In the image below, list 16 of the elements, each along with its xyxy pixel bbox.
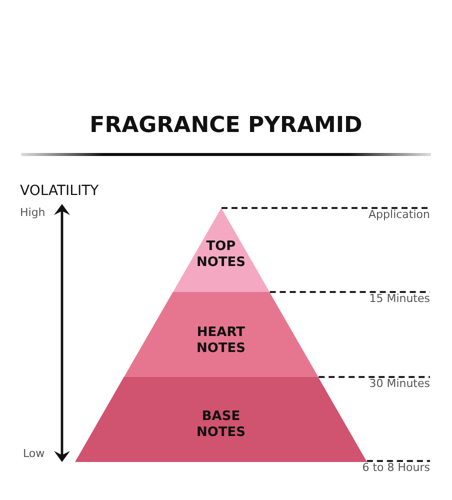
tier-label: BASE NOTES bbox=[196, 408, 246, 441]
pyramid-tier bbox=[75, 377, 367, 462]
leader-line bbox=[222, 207, 430, 209]
axis-end-label: High bbox=[20, 207, 46, 220]
pyramid-tier bbox=[124, 292, 318, 377]
title: FRAGRANCE PYRAMID bbox=[90, 113, 362, 139]
time-label: 6 to 8 Hours bbox=[362, 462, 430, 475]
time-label: Application bbox=[368, 209, 430, 222]
axis-end-label: Low bbox=[23, 448, 45, 461]
leader-line bbox=[318, 376, 430, 378]
tier-label: TOP NOTES bbox=[196, 239, 246, 272]
time-label: 15 Minutes bbox=[369, 293, 430, 306]
tier-label: HEART NOTES bbox=[196, 325, 246, 358]
leader-line bbox=[366, 460, 430, 462]
time-label: 30 Minutes bbox=[369, 378, 430, 391]
axis-title: VOLATILITY bbox=[20, 183, 99, 200]
